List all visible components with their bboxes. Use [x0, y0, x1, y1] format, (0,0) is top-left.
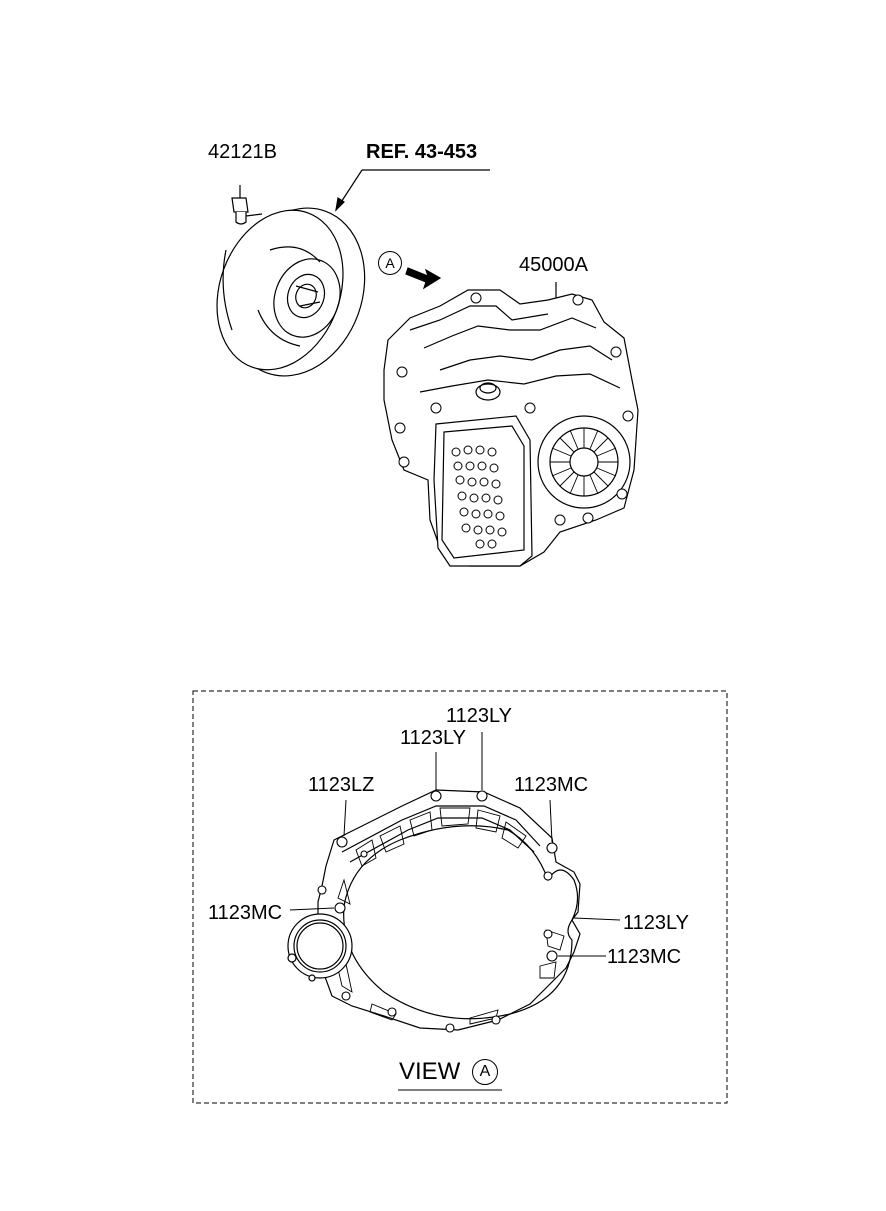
reference-label: REF. 43-453 [366, 141, 478, 163]
callout-1123mc-right: 1123MC [607, 946, 682, 968]
callout-1123ly-top-2: 1123LY [400, 727, 466, 749]
callout-1123mc-left: 1123MC [208, 902, 283, 924]
view-label: VIEW [399, 1058, 461, 1085]
detail-leader-lines [289, 732, 621, 957]
transaxle-assembly-drawing [383, 282, 639, 567]
callout-1123ly-right: 1123LY [623, 912, 689, 934]
bell-housing-face-drawing [287, 789, 581, 1033]
callout-1123ly-top-1: 1123LY [446, 705, 512, 727]
callout-1123mc-top: 1123MC [514, 774, 589, 796]
transaxle-part-number: 45000A [519, 254, 588, 276]
torque-converter-drawing [216, 169, 490, 377]
view-a-detail-frame [192, 690, 728, 1104]
callout-1123lz: 1123LZ [308, 774, 375, 796]
view-a-arrow [405, 267, 442, 290]
view-label-marker: A [472, 1059, 498, 1085]
bolt-42121b-drawing [231, 185, 263, 225]
bolt-part-number: 42121B [208, 141, 277, 163]
view-a-marker: A [378, 251, 402, 275]
